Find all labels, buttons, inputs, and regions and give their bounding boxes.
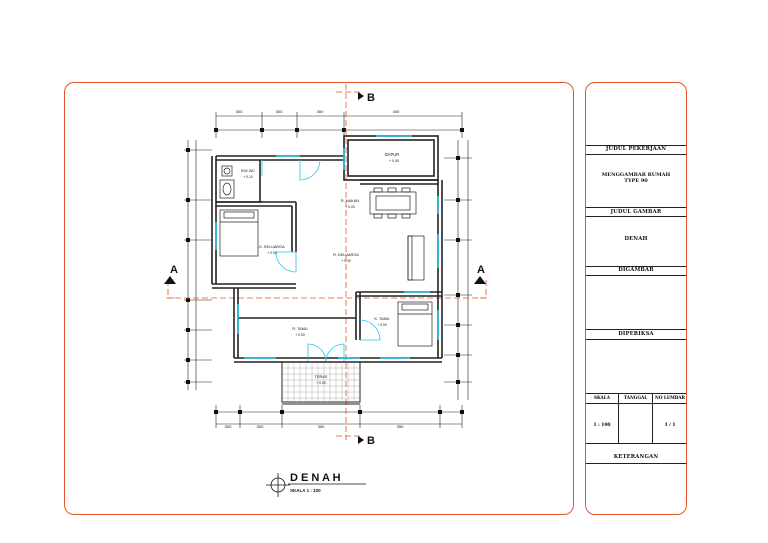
room-level-r-keluarga: + 0.00 (341, 259, 351, 263)
drawing-title: DENAH (624, 236, 648, 242)
section-arrow-b-bottom (358, 436, 364, 444)
room-level-teras: + 0.00 (316, 381, 326, 385)
dimension-lines-top (215, 112, 463, 138)
skala-label: SKALA (594, 395, 610, 400)
section-axis-a (166, 280, 488, 299)
plan-title-symbol (266, 473, 366, 497)
judul-pekerjaan-label: JUDUL PEKERJAAN (605, 146, 667, 152)
title-block: JUDUL PEKERJAAN MENGGAMBAR RUMAH TYPE 90… (585, 82, 687, 515)
tb-col-divider (652, 393, 653, 443)
room-label-r-keluarga: R. KELUARGA (333, 253, 359, 257)
room-label-r-tamu: R. TAMU (292, 327, 308, 331)
tanggal-label: TANGGAL (623, 395, 648, 400)
dim-bottom-2: 300 (257, 424, 264, 429)
room-label-r-makan: R. MAKAN (341, 199, 360, 203)
doors (261, 159, 381, 363)
room-label-k-keluarga: K. KELUARGA (259, 245, 285, 249)
main-drawing-frame (64, 82, 574, 515)
section-label-a-left: A (170, 264, 178, 276)
tb-divider (586, 329, 686, 330)
keterangan-label: KETERANGAN (613, 454, 659, 460)
section-label-b-top: B (367, 92, 375, 104)
tb-divider (586, 207, 686, 208)
tb-divider (586, 145, 686, 146)
no-lembar-value: 1 / 1 (664, 423, 676, 428)
section-label-a-right: A (477, 264, 485, 276)
room-level-r-tamu: + 0.00 (295, 333, 305, 337)
plan-title: D E N A H (290, 472, 341, 484)
room-label-k-tamu: K. TAMU (374, 317, 389, 321)
room-level-k-keluarga: + 0.00 (267, 251, 277, 255)
no-lembar-label: NO LEMBAR (655, 395, 685, 400)
tb-divider (586, 393, 686, 394)
dimension-lines-left (184, 140, 212, 390)
room-label-teras: TERAS (315, 375, 328, 379)
tb-divider (586, 403, 686, 404)
section-arrow-a-left (164, 276, 176, 284)
section-label-b-bottom: B (367, 435, 375, 447)
project-line-2: TYPE 90 (624, 178, 648, 184)
dimension-lines-bottom (215, 405, 463, 428)
tb-col-divider (618, 393, 619, 443)
digambar-label: DIGAMBAR (618, 267, 654, 273)
diperiksa-label: DIPERIKSA (618, 331, 654, 337)
dim-bottom-3: 300 (318, 424, 325, 429)
dim-top-2: 300 (276, 109, 283, 114)
dim-top-1: 300 (236, 109, 243, 114)
tb-divider (586, 216, 686, 217)
dimension-lines-right (444, 140, 472, 400)
project-line-1: MENGGAMBAR RUMAH (601, 172, 671, 178)
windows (215, 135, 439, 359)
tb-divider (586, 154, 686, 155)
room-label-dapur: DAPUR (385, 152, 400, 157)
skala-value: 1 : 100 (593, 423, 611, 428)
dim-bottom-4: 350 (397, 424, 404, 429)
room-level-k-tamu: + 0.00 (377, 323, 387, 327)
tb-divider (586, 463, 686, 464)
room-label-kmwc: KM/ WC (241, 169, 255, 173)
tb-divider (586, 443, 686, 444)
section-arrow-b-top (358, 92, 364, 100)
plan-scale: SKALA 1 : 100 (290, 488, 321, 493)
room-level-r-makan: + 0.00 (345, 205, 355, 209)
terrace-hatch (282, 362, 360, 402)
tb-divider (586, 266, 686, 267)
dim-top-4: 400 (393, 109, 400, 114)
dim-top-3: 300 (317, 109, 324, 114)
dimension-ticks (186, 128, 464, 414)
section-arrow-a-right (474, 276, 486, 284)
room-level-kmwc: + 0.10 (243, 175, 253, 179)
section-axis-b (336, 84, 360, 440)
dim-bottom-1: 300 (225, 424, 232, 429)
room-level-dapur: + 0.00 (389, 159, 399, 163)
furniture (219, 165, 433, 347)
judul-gambar-label: JUDUL GAMBAR (610, 209, 662, 215)
tb-divider (586, 275, 686, 276)
terrace-floor (281, 361, 361, 403)
tb-divider (586, 339, 686, 340)
